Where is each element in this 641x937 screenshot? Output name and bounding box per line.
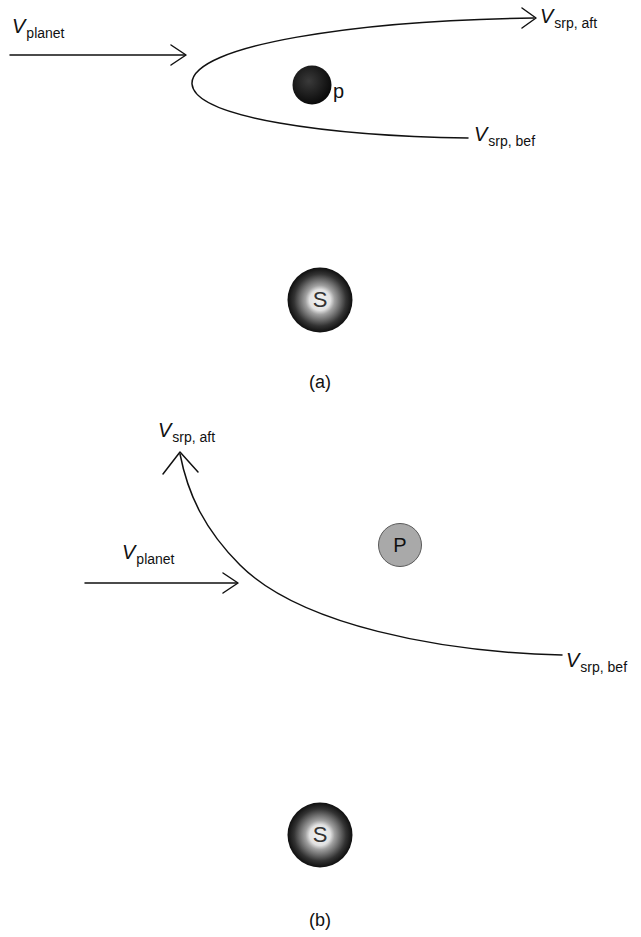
symbol-letter: V bbox=[122, 541, 135, 563]
body-label: p bbox=[333, 81, 344, 101]
arrow-head bbox=[163, 452, 198, 474]
body-label: S bbox=[313, 289, 328, 311]
symbol-letter: V bbox=[158, 419, 171, 441]
body-label: S bbox=[313, 824, 328, 846]
symbol-subscript: srp, bef bbox=[580, 659, 627, 675]
velocity-label: Vsrp, aft bbox=[158, 418, 215, 442]
symbol-subscript: planet bbox=[26, 25, 64, 41]
velocity-label: Vplanet bbox=[12, 14, 65, 38]
symbol-subscript: srp, aft bbox=[172, 429, 215, 445]
panel-caption: (a) bbox=[309, 372, 331, 394]
sun-circle bbox=[288, 268, 353, 333]
symbol-letter: V bbox=[566, 649, 579, 671]
body-label: P bbox=[393, 535, 406, 555]
velocity-label: Vsrp, bef bbox=[566, 648, 627, 672]
symbol-subscript: srp, bef bbox=[488, 133, 535, 149]
spacecraft-trajectory bbox=[180, 454, 562, 655]
planet-velocity-arrow bbox=[85, 582, 237, 584]
symbol-letter: V bbox=[540, 5, 553, 27]
symbol-letter: V bbox=[474, 123, 487, 145]
symbol-subscript: srp, aft bbox=[554, 15, 597, 31]
sun-circle: S bbox=[287, 802, 353, 868]
arrow-head bbox=[223, 573, 238, 593]
symbol-subscript: planet bbox=[136, 551, 174, 567]
velocity-label: Vplanet bbox=[122, 540, 175, 564]
planet-circle: p bbox=[292, 65, 332, 105]
sun-circle: S bbox=[287, 267, 353, 333]
velocity-label: Vsrp, aft bbox=[540, 4, 597, 28]
planet-circle bbox=[293, 66, 332, 105]
planet-velocity-arrow bbox=[10, 54, 185, 56]
planet-circle: P bbox=[378, 523, 422, 567]
planet-circle bbox=[379, 524, 422, 567]
velocity-label: Vsrp, bef bbox=[474, 122, 535, 146]
arrow-head bbox=[171, 45, 186, 65]
symbol-letter: V bbox=[12, 15, 25, 37]
panel-caption: (b) bbox=[309, 910, 331, 932]
sun-circle bbox=[288, 803, 353, 868]
arrow-head bbox=[522, 8, 536, 28]
spacecraft-trajectory bbox=[192, 18, 534, 138]
planet-circle-outline bbox=[292, 65, 332, 105]
